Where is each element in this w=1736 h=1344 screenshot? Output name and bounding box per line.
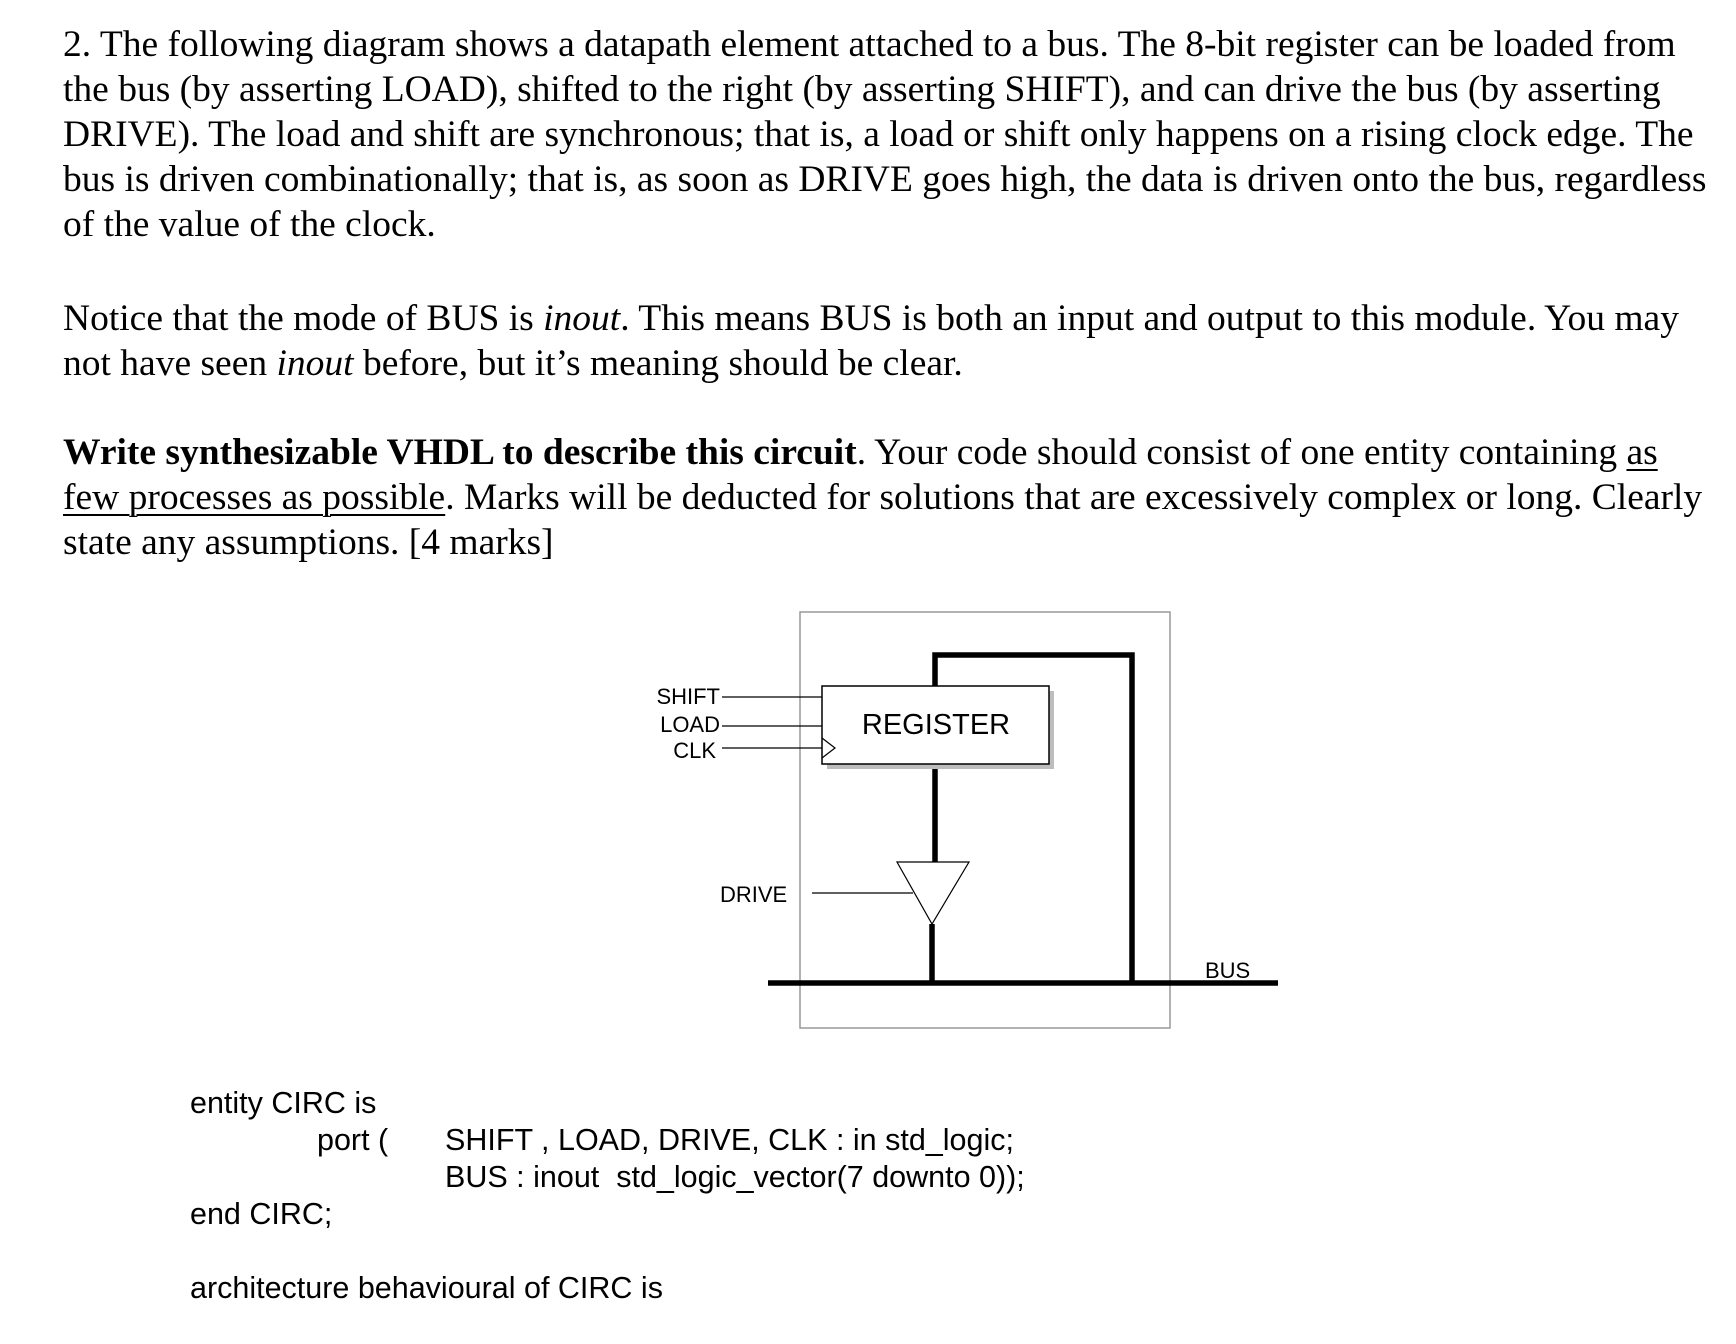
code-port-decl-1: SHIFT , LOAD, DRIVE, CLK : in std_logic; (445, 1123, 1014, 1157)
instruction-bold: Write synthesizable VHDL to describe thi… (63, 432, 857, 473)
question-text: 2. The following diagram shows a datapat… (63, 24, 1707, 245)
clk-label: CLK (673, 738, 716, 763)
register-box (821, 685, 1050, 765)
code-end-line: end CIRC; (190, 1197, 333, 1231)
tristate-buffer-icon (895, 861, 971, 926)
code-port-keyword: port ( (317, 1123, 389, 1157)
question-paragraph-1: 2. The following diagram shows a datapat… (63, 22, 1723, 247)
question-paragraph-3: Write synthesizable VHDL to describe thi… (63, 430, 1723, 565)
question-text: . Your code should consist of one entity… (856, 432, 1627, 473)
question-text: Notice that the mode of BUS is (63, 298, 544, 339)
bus-label: BUS (1205, 958, 1250, 983)
drive-label: DRIVE (720, 882, 787, 907)
instruction-underlined: as few processes as possible (63, 432, 1658, 518)
load-label: LOAD (660, 712, 720, 737)
code-port-decl-2: BUS : inout std_logic_vector(7 downto 0)… (445, 1160, 1025, 1194)
code-architecture-line: architecture behavioural of CIRC is (190, 1271, 663, 1305)
register-label: REGISTER (862, 709, 1010, 741)
question-text: . Marks will be deducted for solutions t… (63, 477, 1703, 563)
question-text: before, but it’s meaning should be clear… (353, 343, 963, 384)
shift-label: SHIFT (656, 684, 720, 709)
question-text: . This means BUS is both an input and ou… (63, 298, 1679, 384)
bus-feedback-wire (932, 652, 1135, 983)
inout-term: inout (543, 298, 621, 339)
clock-triangle-icon (821, 737, 836, 759)
circuit-frame (799, 611, 1171, 1029)
inout-term: inout (276, 343, 354, 384)
question-paragraph-2: Notice that the mode of BUS is inout. Th… (63, 296, 1723, 386)
code-entity-line: entity CIRC is (190, 1086, 377, 1120)
